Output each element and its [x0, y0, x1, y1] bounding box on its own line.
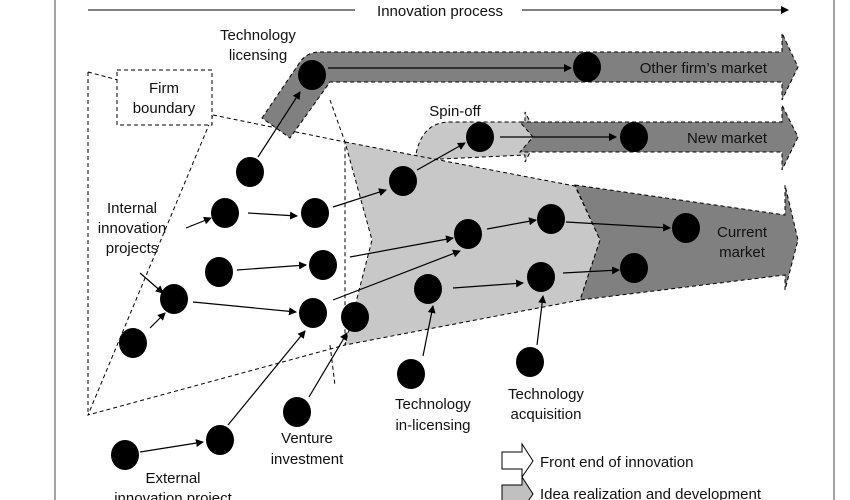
technology-licensing-label: licensing	[229, 47, 287, 64]
project-dot	[298, 60, 326, 90]
project-dot	[466, 122, 494, 152]
technology-acquisition-label: Technology	[508, 386, 584, 403]
legend-front-end-swatch	[501, 442, 534, 479]
project-dot	[236, 157, 264, 187]
legend-front-end-label: Front end of innovation	[540, 454, 693, 471]
project-dot	[205, 257, 233, 287]
project-dot	[299, 298, 327, 328]
firm-boundary-box	[116, 69, 213, 126]
new-market-label: New market	[687, 130, 768, 147]
project-dot	[537, 204, 565, 234]
project-dot	[397, 359, 425, 389]
project-dot	[454, 219, 482, 249]
spin-off-label: Spin-off	[429, 103, 481, 120]
project-dot	[516, 347, 544, 377]
project-dots	[111, 52, 700, 470]
technology-in-licensing-label: Technology	[395, 396, 471, 413]
project-dot	[414, 274, 442, 304]
internal-projects-label: projects	[106, 240, 159, 257]
flow-arrows	[139, 64, 671, 453]
project-dot	[573, 52, 601, 82]
project-dot	[389, 166, 417, 196]
project-dot	[341, 302, 369, 332]
technology-licensing-label: Technology	[220, 27, 296, 44]
current-market-label: market	[719, 244, 766, 261]
technology-acquisition-label: acquisition	[511, 406, 582, 423]
venture-investment-label: Venture	[281, 430, 333, 447]
firm-boundary-label: boundary	[133, 100, 196, 117]
project-dot	[620, 253, 648, 283]
project-dot	[283, 397, 311, 427]
venture-investment-label: investment	[271, 451, 344, 468]
funnel-edges	[329, 99, 346, 386]
technology-in-licensing-label: in-licensing	[395, 417, 470, 434]
legend-idea-realization-swatch	[501, 475, 534, 500]
other-firms-market-label: Other firm’s market	[640, 60, 768, 77]
external-project-label: External	[145, 470, 200, 487]
project-dot	[620, 122, 648, 152]
new-market-band	[518, 104, 799, 171]
process-title: Innovation process	[377, 3, 503, 20]
firm-boundary-label: Firm	[149, 80, 179, 97]
project-dot	[211, 198, 239, 228]
internal-projects-label: innovation	[98, 220, 166, 237]
other-firm-market-band	[261, 32, 799, 139]
project-dot	[672, 213, 700, 243]
project-dot	[206, 425, 234, 455]
internal-projects-label: Internal	[107, 200, 157, 217]
project-dot	[160, 284, 188, 314]
project-dot	[309, 250, 337, 280]
project-dot	[111, 440, 139, 470]
legend-idea-realization-label: Idea realization and development	[540, 486, 762, 500]
external-project-label: innovation project	[114, 490, 232, 500]
project-dot	[119, 328, 147, 358]
project-dot	[301, 198, 329, 228]
current-market-label: Current	[717, 224, 768, 241]
project-dot	[527, 262, 555, 292]
